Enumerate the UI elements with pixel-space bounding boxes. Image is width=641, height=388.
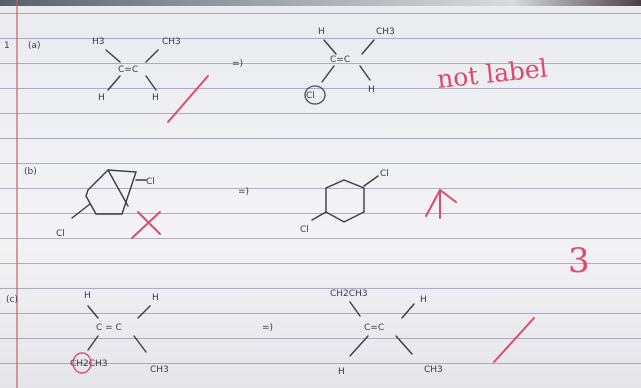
q3-left-bottom-left: CH2CH3 <box>70 359 108 369</box>
q1-left-bottom-bonds <box>107 75 157 91</box>
q1-right-top-left: H <box>318 27 325 37</box>
q3-right-top-left: CH2CH3 <box>330 289 368 299</box>
q2-cross-mark <box>131 211 161 239</box>
q2-right-ring <box>325 179 365 223</box>
q3-right-bottom-right: CH3 <box>424 365 443 375</box>
q1-right-bottom-right: H <box>368 85 375 95</box>
q1-label: (a) <box>28 41 41 51</box>
q3-left-top-left: H <box>84 291 91 301</box>
q1-left-center: C=C <box>118 65 138 75</box>
q3-arrow: =) <box>262 323 273 333</box>
q1-arrow: =) <box>232 59 243 69</box>
q2-right-top-cl: Cl <box>380 169 389 179</box>
q1-right-bottom-bonds <box>321 65 371 83</box>
q3-label: (c) <box>6 295 18 305</box>
photo-top-edge <box>0 0 641 6</box>
q2-left-bottom-bond <box>71 203 91 219</box>
q1-number: 1 <box>4 41 10 51</box>
q3-left-top-right: H <box>152 293 159 303</box>
q3-left-bottom-right: CH3 <box>150 365 169 375</box>
q1-left-top-right: CH3 <box>162 37 181 47</box>
q2-right-top-bond <box>363 175 379 187</box>
q1-left-bottom-right: H <box>152 93 159 103</box>
q2-arrow: =) <box>238 187 249 197</box>
q1-left-top-left: H3 <box>92 37 105 47</box>
margin-line <box>16 0 18 388</box>
q3-right-center: C=C <box>364 323 384 333</box>
q2-label: (b) <box>24 167 37 177</box>
q1-left-top-bonds <box>105 49 159 63</box>
q3-check-mark <box>493 317 535 363</box>
q2-right-bottom-cl: Cl <box>300 225 309 235</box>
q1-check-mark <box>167 75 209 123</box>
q3-left-center: C = C <box>96 323 122 333</box>
not-label-annotation: not label <box>436 54 549 94</box>
q2-mark <box>425 188 457 219</box>
q1-left-bottom-left: H <box>98 93 105 103</box>
q1-right-top-right: CH3 <box>376 27 395 37</box>
q1-right-center: C=C <box>330 55 350 65</box>
q2-left-top-cl: Cl <box>146 177 155 187</box>
q3-left-bottom-bonds <box>87 335 147 353</box>
q2-left-ring-inner <box>107 169 129 207</box>
q3-circled-ch <box>72 352 92 374</box>
q2-left-bottom-cl: Cl <box>56 229 65 239</box>
q1-right-top-bonds <box>323 39 375 55</box>
q3-right-top-bonds <box>349 301 415 319</box>
q3-right-top-right: H <box>420 295 427 305</box>
q1-right-bottom-left: Cl <box>306 91 315 101</box>
q1-circled-cl <box>304 85 326 105</box>
q2-right-bottom-bond <box>311 211 327 221</box>
q3-right-bottom-bonds <box>349 335 413 357</box>
score: 3 <box>568 241 590 281</box>
q3-left-top-bonds <box>87 305 151 319</box>
q3-right-bottom-left: H <box>338 367 345 377</box>
